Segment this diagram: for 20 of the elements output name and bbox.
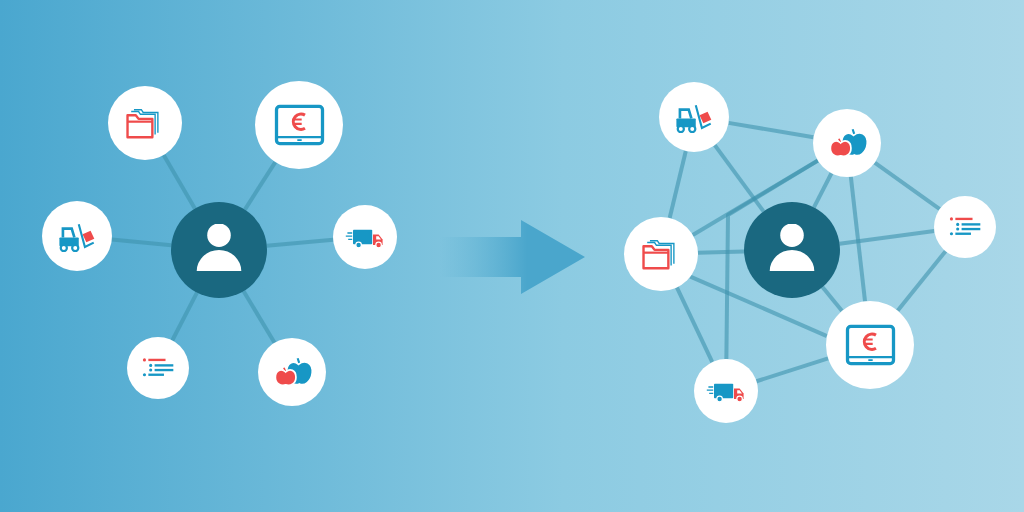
connector-line — [820, 285, 844, 313]
connector-line — [667, 150, 688, 219]
connector-line — [848, 176, 867, 302]
connector-line — [170, 291, 199, 342]
connector-line — [266, 237, 334, 248]
connector-line — [689, 274, 828, 338]
connector-line — [724, 158, 819, 360]
connector-line — [728, 120, 814, 140]
connector-line — [873, 161, 941, 211]
connector-line — [111, 237, 172, 248]
connector-line — [243, 161, 277, 211]
connector-line — [755, 356, 829, 384]
connector-line — [812, 172, 834, 209]
connector-line — [675, 286, 715, 363]
connector-line — [691, 158, 819, 237]
connector-line — [896, 249, 948, 312]
connector-line — [839, 229, 935, 246]
connector-line — [713, 144, 766, 213]
connector-line — [161, 153, 197, 210]
connector-line — [241, 290, 277, 344]
